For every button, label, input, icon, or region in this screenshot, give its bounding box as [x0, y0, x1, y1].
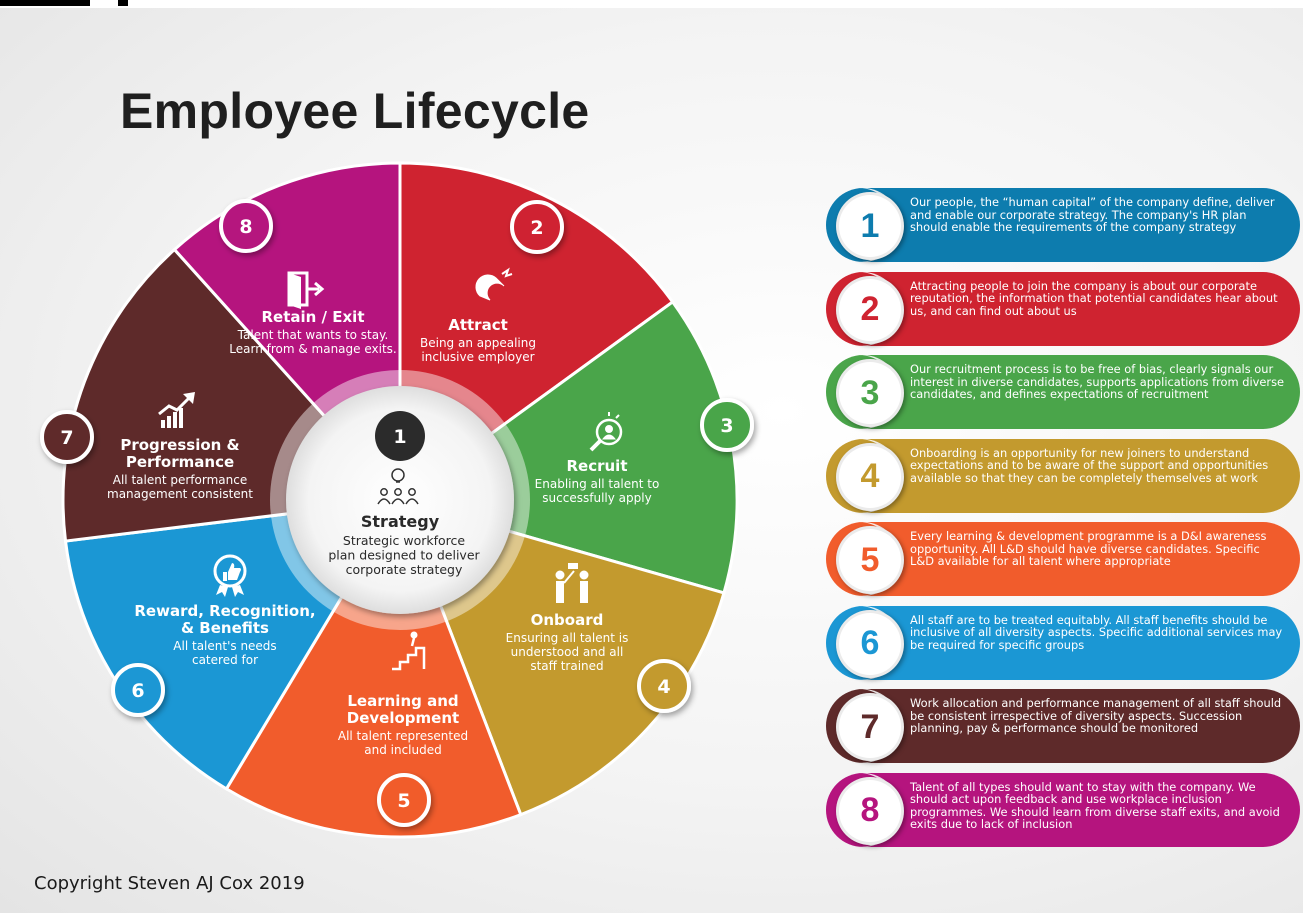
segment-title-reward: & Benefits [181, 619, 269, 637]
top-strip [0, 0, 1303, 8]
card-text: Our recruitment process is to be free of… [910, 362, 1285, 401]
badge-number: 3 [720, 415, 733, 437]
badge-8 [219, 199, 273, 253]
badge-1 [375, 411, 425, 461]
card-text: Every learning & development programme i… [910, 529, 1267, 568]
badge-number: 6 [131, 680, 144, 702]
segment-title-attract: Attract [448, 316, 508, 334]
card-number: 2 [836, 275, 904, 344]
badge-3 [700, 398, 754, 452]
segment-title-recruit: Recruit [566, 457, 627, 475]
top-mark-small [118, 0, 128, 6]
top-mark [0, 0, 90, 6]
card-text: Work allocation and performance manageme… [910, 696, 1282, 735]
segment-title-progression: Performance [126, 453, 234, 471]
card-number: 3 [836, 359, 904, 427]
segment-desc-learning: and included [364, 743, 441, 757]
segment-title-learning: Development [347, 709, 459, 727]
card-number: 8 [836, 776, 904, 845]
badge-2 [510, 200, 564, 254]
center-desc-line: plan designed to deliver [328, 548, 480, 563]
lightbulb-people-icon [377, 468, 419, 505]
segment-desc-reward: All talent's needs [173, 639, 276, 653]
page-title: Employee Lifecycle [120, 83, 590, 139]
center-desc-line: Strategic workforce [343, 533, 466, 548]
segment-title-onboard: Onboard [531, 611, 604, 629]
stairs-icon [392, 631, 426, 671]
magnet-icon [475, 267, 513, 301]
badge-6 [111, 663, 165, 717]
card-number: 4 [836, 442, 904, 511]
badge-4 [637, 659, 691, 713]
thumbs-up-badge-icon [213, 554, 247, 597]
search-person-icon [589, 412, 623, 452]
segment-title-progression: Progression & [120, 436, 239, 454]
copyright: Copyright Steven AJ Cox 2019 [34, 873, 305, 894]
segment-desc-onboard: staff trained [530, 659, 603, 673]
card-number: 6 [836, 609, 904, 678]
badge-7 [40, 410, 94, 464]
card-text: All staff are to be treated equitably. A… [910, 612, 1283, 652]
segment-title-learning: Learning and [347, 692, 458, 710]
segment-desc-recruit: successfully apply [542, 491, 651, 505]
segment-title-retain: Retain / Exit [262, 308, 365, 326]
badge-5 [377, 773, 431, 827]
segment-desc-attract: Being an appealing [420, 336, 536, 350]
card-text: Onboarding is an opportunity for new joi… [910, 445, 1269, 485]
badge-number: 2 [530, 217, 543, 239]
card-text: Attracting people to join the company is… [910, 278, 1278, 318]
badge-number: 8 [239, 216, 252, 238]
segment-desc-progression: management consistent [107, 487, 253, 501]
growth-chart-icon [158, 392, 195, 428]
segment-desc-recruit: Enabling all talent to [535, 477, 660, 491]
segment-desc-retain: Talent that wants to stay. [237, 328, 389, 342]
segment-desc-retain: Learn from & manage exits. [229, 342, 396, 356]
card-text: Talent of all types should want to stay … [910, 779, 1280, 831]
badge-number: 5 [397, 790, 410, 812]
segment-desc-onboard: Ensuring all talent is [506, 631, 629, 645]
presenter-icon [555, 563, 589, 603]
segment-desc-reward: catered for [192, 653, 258, 667]
badge-number: 4 [657, 676, 670, 698]
segment-desc-onboard: understood and all [511, 645, 624, 659]
wheel-segment-learning [224, 496, 523, 839]
card-number: 7 [836, 693, 904, 761]
segment-desc-attract: inclusive employer [421, 350, 534, 364]
segment-desc-progression: All talent performance [113, 473, 247, 487]
badge-number: 1 [393, 426, 406, 448]
segment-desc-learning: All talent represented [338, 729, 468, 743]
segment-title-reward: Reward, Recognition, [134, 602, 315, 620]
badge-number: 7 [60, 427, 73, 449]
card-text: Our people, the “human capital” of the c… [910, 195, 1275, 234]
center-title: Strategy [361, 512, 440, 531]
card-number: 1 [836, 192, 904, 260]
card-number: 5 [836, 526, 904, 594]
center-desc-line: corporate strategy [346, 562, 463, 577]
exit-door-icon [287, 271, 325, 309]
